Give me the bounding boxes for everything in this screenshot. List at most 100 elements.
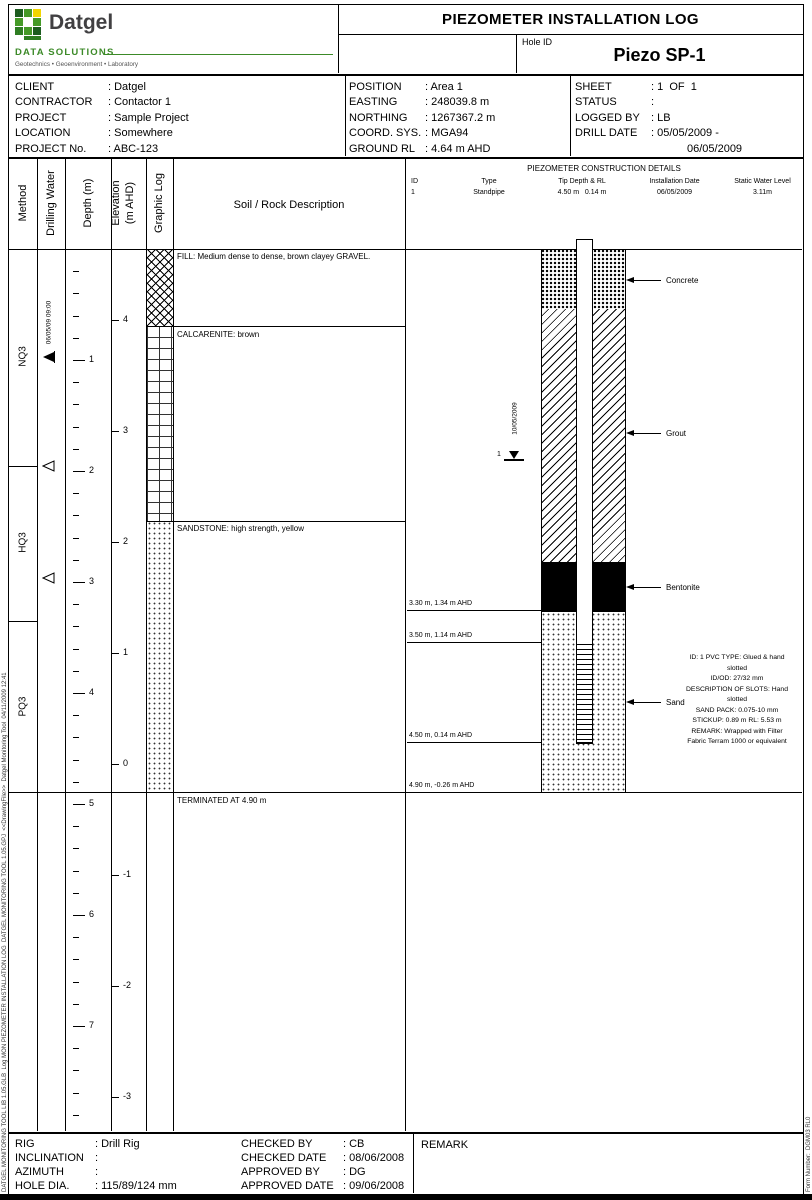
depth-tick-label: 3 <box>89 576 95 586</box>
info-divider <box>345 76 346 156</box>
graphic-log-pattern <box>147 326 173 521</box>
field-value: : <box>651 96 655 109</box>
method-zone-label: NQ3 <box>17 346 29 367</box>
graphic-log-pattern <box>147 249 173 326</box>
elevation-tick-label: 4 <box>123 314 129 325</box>
hole-id-value: Piezo SP-1 <box>613 45 706 65</box>
static-water-level-line <box>504 459 524 461</box>
elevation-tick-label: 3 <box>123 425 129 436</box>
field-row: CHECKED BY: CB <box>241 1137 404 1151</box>
method-zone-divider <box>9 466 37 467</box>
field-value: : LB <box>651 111 671 124</box>
depth-minor-tick <box>73 959 79 961</box>
field-row: 06/05/2009 <box>575 142 742 157</box>
field-label: LOGGED BY <box>575 111 640 124</box>
field-label: GROUND RL <box>349 142 416 155</box>
elevation-tick <box>111 653 119 655</box>
field-label: NORTHING <box>349 111 408 124</box>
depth-minor-tick <box>73 315 79 317</box>
depth-minor-tick <box>73 759 79 761</box>
depth-major-tick <box>73 1026 85 1027</box>
depth-tick-label: 2 <box>89 465 95 475</box>
field-value: : DG <box>343 1166 366 1178</box>
remark-label: REMARK <box>421 1139 469 1151</box>
elevation-tick <box>111 542 119 544</box>
field-value: : Drill Rig <box>95 1138 140 1150</box>
note-line: ID/OD: 27/32 mm <box>710 675 764 682</box>
depth-minor-tick <box>73 559 79 561</box>
depth-minor-tick <box>73 426 79 428</box>
material-arrow-line <box>634 702 661 703</box>
field-row: COORD. SYS.: MGA94 <box>349 126 495 141</box>
construction-depth-line <box>407 610 541 611</box>
field-row: INCLINATION: <box>15 1151 177 1165</box>
construction-cell: Static Water Level <box>734 178 791 185</box>
field-label: PROJECT <box>15 111 67 124</box>
field-value: : 4.64 m AHD <box>425 142 491 155</box>
material-arrow-head <box>626 584 634 590</box>
field-row: PROJECT: Sample Project <box>15 111 189 126</box>
field-label: CONTRACTOR <box>15 96 93 109</box>
elevation-tick <box>111 875 119 877</box>
termination-text: TERMINATED AT 4.90 m <box>177 796 267 805</box>
method-column-header: Method <box>17 184 29 222</box>
depth-minor-tick <box>73 271 79 273</box>
description-column-header: Soil / Rock Description <box>233 199 345 211</box>
field-row: HOLE DIA.: 115/89/124 mm <box>15 1179 177 1193</box>
header-divider <box>516 34 517 73</box>
elevation-tick <box>111 431 119 433</box>
field-row: LOCATION: Somewhere <box>15 126 189 141</box>
elevation-column-header-1: Elevation <box>110 180 122 226</box>
note-line: SAND PACK: 0.075-10 mm <box>695 706 779 714</box>
field-value: : Somewhere <box>108 127 173 140</box>
field-value: : CB <box>343 1138 365 1150</box>
datgel-logo-icon <box>15 9 45 46</box>
depth-minor-tick <box>73 826 79 828</box>
depth-minor-tick <box>73 1070 79 1072</box>
static-water-level-triangle-icon <box>509 451 519 459</box>
elevation-tick-label: 2 <box>123 536 129 547</box>
elevation-tick <box>111 986 119 988</box>
field-value: 06/05/2009 <box>687 142 743 155</box>
field-label: STATUS <box>575 96 617 109</box>
construction-cell: ID <box>411 178 418 185</box>
field-row: LOGGED BY : LB <box>575 111 742 126</box>
depth-major-tick <box>73 582 85 583</box>
field-label: EASTING <box>349 96 398 109</box>
depth-tick-label: 5 <box>89 798 95 808</box>
construction-cell: 3.11m <box>753 189 772 196</box>
elevation-tick <box>111 320 119 322</box>
field-label: CLIENT <box>15 81 55 93</box>
note-line: DESCRIPTION OF SLOTS: Hand <box>686 685 788 693</box>
construction-cell: 4.50 m 0.14 m <box>557 189 607 196</box>
depth-minor-tick <box>73 1048 79 1050</box>
column-divider <box>405 159 406 1131</box>
field-row: CLIENT: Datgel <box>15 80 189 95</box>
depth-minor-tick <box>73 293 79 295</box>
construction-depth-label: 3.30 m, 1.34 m AHD <box>409 600 473 607</box>
header: Datgel DATA SOLUTIONS Geotechnics • Geoe… <box>8 4 804 75</box>
field-label: APPROVED BY <box>241 1166 320 1178</box>
depth-minor-tick <box>73 1092 79 1094</box>
water-level-open-triangle-icon <box>41 459 56 477</box>
termination-line <box>9 792 802 793</box>
depth-minor-tick <box>73 737 79 739</box>
field-row: CONTRACTOR: Contactor 1 <box>15 95 189 110</box>
construction-depth-label: 4.90 m, -0.26 m AHD <box>409 782 475 789</box>
field-label: RIG <box>15 1138 35 1150</box>
hole-id-label: Hole ID <box>522 37 553 47</box>
standpipe-slotted-section <box>576 644 593 744</box>
column-divider <box>65 159 66 1131</box>
drilling-water-obs-date: 06/05/09 09:00 <box>45 300 53 345</box>
static-water-level-date: 10/05/2009 <box>511 402 519 435</box>
construction-cell: 1 <box>411 189 415 196</box>
depth-minor-tick <box>73 781 79 783</box>
form-number-text: Form Number: DGM03 RL0 <box>806 1116 812 1192</box>
field-value: : ABC-123 <box>108 142 159 155</box>
field-value: : 05/05/2009 - <box>651 127 719 140</box>
material-arrow-head <box>626 430 634 436</box>
field-row: EASTING: 248039.8 m <box>349 95 495 110</box>
